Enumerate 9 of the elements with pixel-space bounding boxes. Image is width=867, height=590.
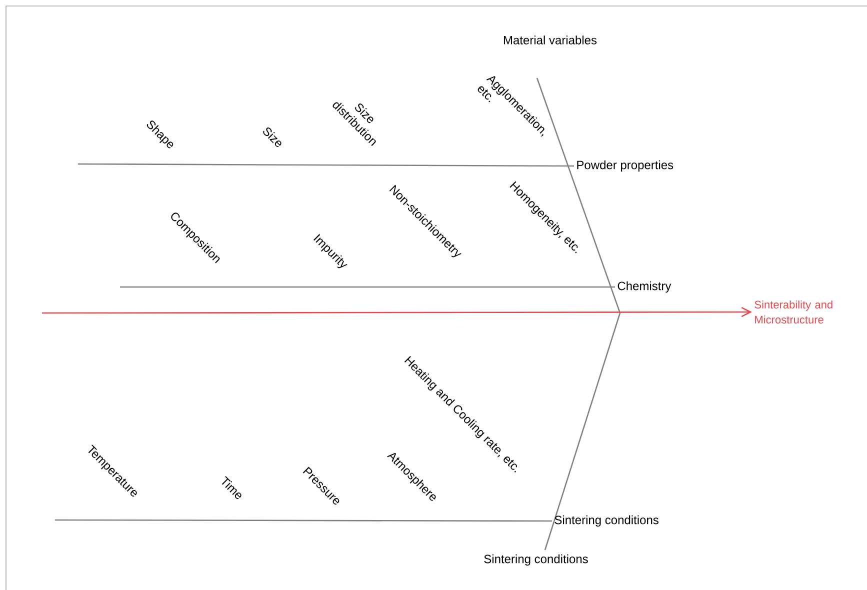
cause-label: Size bbox=[263, 127, 282, 148]
category-label: Chemistry bbox=[618, 281, 672, 293]
fishbone-bone bbox=[78, 163, 574, 167]
category-label: Sintering conditions bbox=[484, 554, 588, 566]
fishbone-bone bbox=[120, 286, 615, 288]
spine-arrow bbox=[42, 306, 752, 318]
fishbone-bone bbox=[55, 519, 552, 522]
category-label: Material variables bbox=[504, 36, 597, 44]
effect-label: Sinterability and Microstructure bbox=[754, 300, 832, 324]
